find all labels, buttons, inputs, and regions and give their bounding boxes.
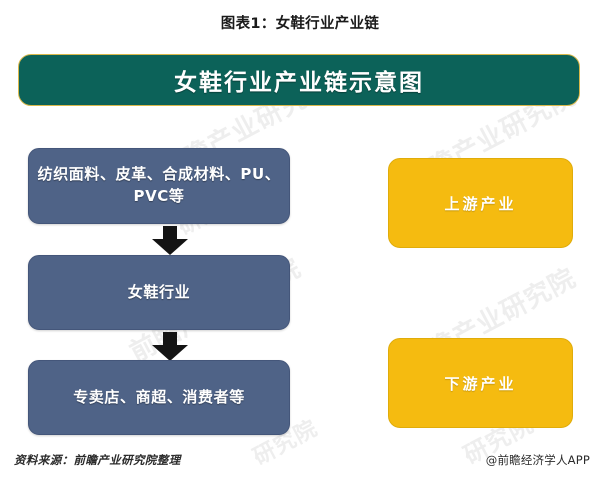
source-note: 资料来源：前瞻产业研究院整理 xyxy=(14,453,181,467)
chain-node-upstream-materials: 纺织面料、皮革、合成材料、PU、PVC等 xyxy=(28,148,290,224)
chart-title: 图表1：女鞋行业产业链 xyxy=(220,16,380,32)
chain-node-label: 女鞋行业 xyxy=(127,282,191,301)
segment-label-text: 下游产业 xyxy=(444,374,517,393)
chain-node-downstream-channels: 专卖店、商超、消费者等 xyxy=(28,360,290,435)
chain-node-label: 专卖店、商超、消费者等 xyxy=(73,387,245,406)
down-arrow-icon xyxy=(148,226,192,256)
diagram-banner-label: 女鞋行业产业链示意图 xyxy=(174,70,424,96)
down-arrow-icon xyxy=(148,332,192,362)
chain-node-label: 纺织面料、皮革、合成材料、PU、PVC等 xyxy=(37,165,281,205)
chain-node-industry: 女鞋行业 xyxy=(28,255,290,330)
brand-watermark: @前瞻经济学人APP xyxy=(485,453,590,467)
segment-label-downstream: 下游产业 xyxy=(388,338,573,428)
segment-label-text: 上游产业 xyxy=(444,194,517,213)
diagram-banner: 女鞋行业产业链示意图 xyxy=(18,54,580,106)
segment-label-upstream: 上游产业 xyxy=(388,158,573,248)
